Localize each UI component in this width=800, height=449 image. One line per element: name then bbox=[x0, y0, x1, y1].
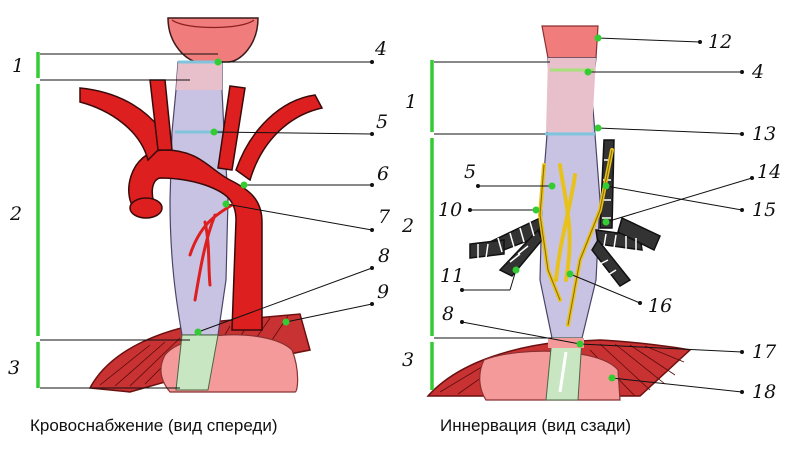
innervation-caption: Иннервация (вид сзади) bbox=[440, 416, 632, 435]
left-callout-label: 6 bbox=[377, 163, 389, 185]
subclavian-artery bbox=[235, 94, 324, 182]
left-section-label: 3 bbox=[8, 357, 20, 379]
right-callout-label: 5 bbox=[464, 161, 476, 183]
left-callout-anchors bbox=[194, 58, 290, 336]
aortic-arch bbox=[128, 149, 263, 331]
right-callout-leaders bbox=[461, 37, 753, 393]
cardia-band bbox=[548, 338, 584, 348]
right-section-label: 3 bbox=[402, 349, 414, 371]
left-bronchus-rings bbox=[477, 221, 535, 263]
esophagus-neck-segment bbox=[546, 58, 596, 132]
left-carotid-artery bbox=[217, 85, 246, 171]
right-callout-label: 4 bbox=[751, 61, 764, 83]
right-callout-label: 11 bbox=[440, 265, 464, 287]
right-callout-ends bbox=[460, 40, 754, 394]
innervation-figure: 1 2 3 bbox=[401, 25, 781, 403]
vagus-nerve-outline bbox=[539, 149, 613, 326]
left-callout-label: 4 bbox=[374, 38, 387, 60]
right-callout-label: 16 bbox=[648, 295, 672, 317]
right-callout-label: 15 bbox=[752, 199, 776, 221]
blood-supply-caption: Кровоснабжение (вид спереди) bbox=[30, 416, 278, 435]
left-callout-label: 9 bbox=[377, 281, 389, 303]
right-bracket-leaders bbox=[434, 61, 552, 339]
brachiocephalic-trunk bbox=[79, 87, 169, 162]
left-callout-ends bbox=[370, 60, 374, 306]
esophageal-branches bbox=[188, 203, 234, 302]
aortic-root-stump bbox=[129, 197, 163, 219]
abdominal-esophagus bbox=[175, 334, 219, 391]
esophagus-neck-segment bbox=[176, 62, 222, 90]
abdominal-highlight bbox=[558, 351, 568, 393]
right-callout-label: 13 bbox=[752, 123, 776, 145]
right-section-label: 1 bbox=[405, 91, 417, 113]
right-section-label: 2 bbox=[401, 215, 414, 237]
right-callout-label: 18 bbox=[752, 381, 776, 403]
right-callout-label: 17 bbox=[752, 341, 777, 363]
pharynx-rim bbox=[171, 19, 255, 29]
left-section-label: 1 bbox=[12, 55, 24, 77]
left-callout-label: 5 bbox=[376, 111, 388, 133]
right-bronchus bbox=[591, 139, 661, 287]
left-callout-label: 8 bbox=[378, 245, 390, 267]
left-callout-label: 7 bbox=[378, 206, 391, 228]
pharynx bbox=[541, 25, 599, 59]
esophagus-tube bbox=[169, 61, 229, 336]
right-callout-label: 10 bbox=[438, 199, 462, 221]
right-callout-label: 8 bbox=[442, 303, 454, 325]
right-callout-label: 12 bbox=[708, 31, 732, 53]
left-callout-leaders bbox=[197, 61, 373, 333]
left-section-label: 2 bbox=[9, 203, 22, 225]
blood-supply-figure: 1 2 3 4 5 6 7 8 9 bbox=[8, 17, 391, 393]
right-callout-anchors bbox=[512, 34, 616, 382]
left-bracket-leaders bbox=[40, 53, 218, 389]
right-callout-label: 14 bbox=[757, 161, 781, 183]
